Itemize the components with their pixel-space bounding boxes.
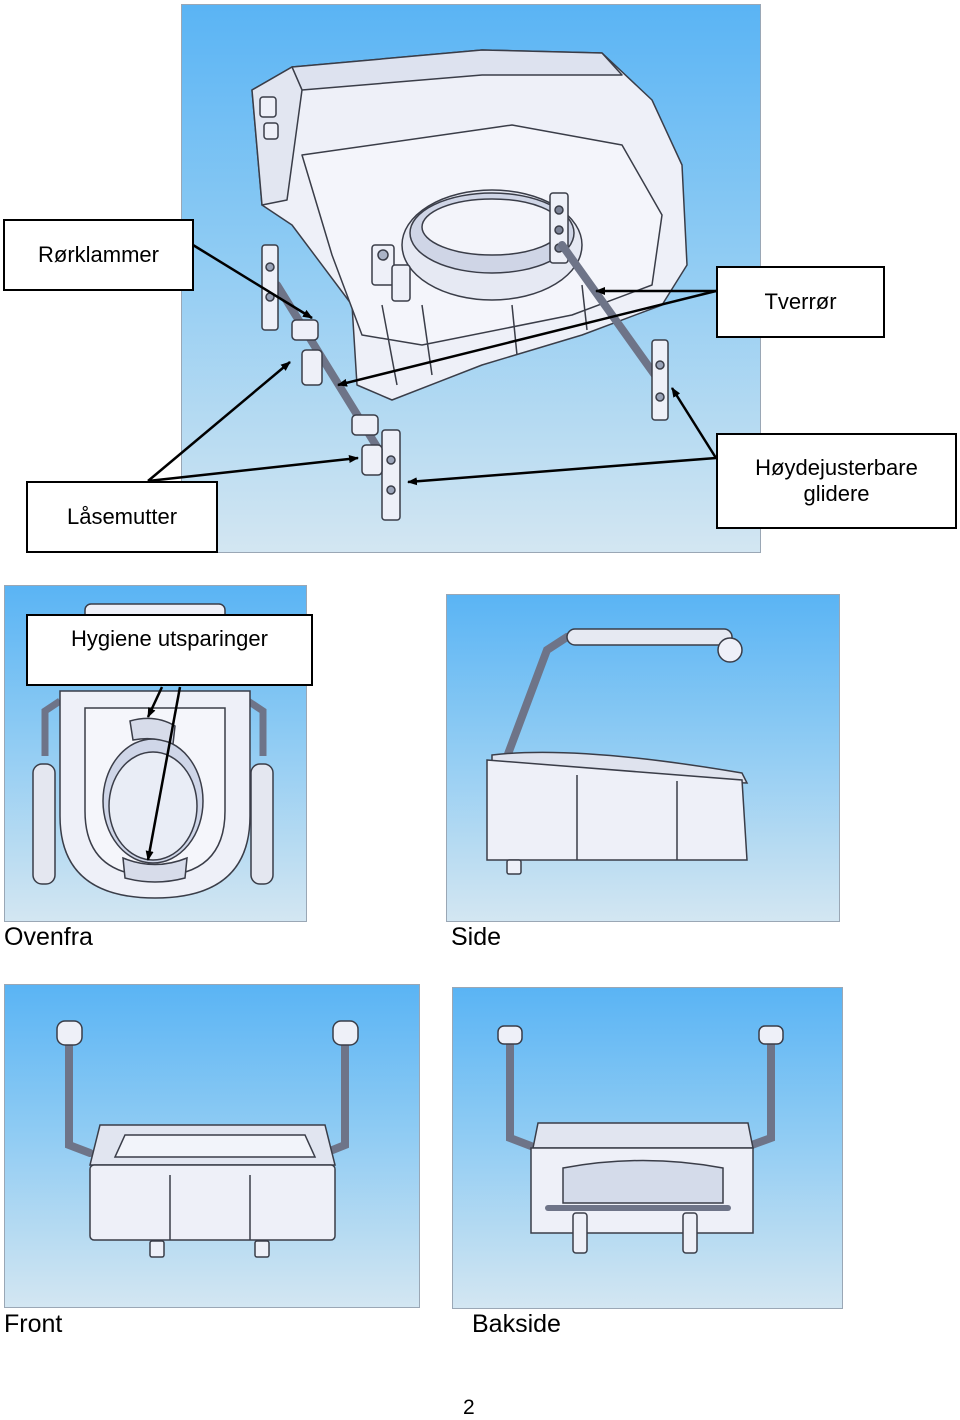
callout-tverror-label: Tverrør (764, 289, 837, 314)
callout-hoydejusterbare-glidere: Høydejusterbare glidere (716, 433, 957, 529)
callout-rorklammer-label: Rørklammer (38, 242, 159, 267)
callout-tverror: Tverrør (716, 266, 885, 338)
assembly-underside-illustration (181, 4, 761, 553)
seat-front-view-drawing (56, 1020, 359, 1258)
callout-lasemutter: Låsemutter (26, 481, 218, 553)
callout-hygiene-utsparinger: Hygiene utsparinger (26, 614, 313, 686)
front-view-illustration (4, 984, 420, 1308)
caption-front: Front (4, 1310, 63, 1338)
caption-bakside: Bakside (472, 1310, 561, 1338)
callout-rorklammer: Rørklammer (3, 219, 194, 291)
callout-hygiene-label: Hygiene utsparinger (71, 626, 268, 651)
callout-hoydejusterbare-label: Høydejusterbare (755, 455, 918, 480)
seat-rear-view-drawing (497, 1025, 784, 1254)
caption-side: Side (451, 923, 502, 951)
side-view-illustration (446, 594, 840, 922)
page-number: 2 (463, 1396, 475, 1419)
callout-lasemutter-label: Låsemutter (66, 504, 178, 529)
caption-ovenfra: Ovenfra (4, 923, 93, 951)
callout-glidere-label: glidere (803, 481, 870, 506)
seat-side-view-drawing (486, 628, 749, 875)
rear-view-illustration (452, 987, 843, 1309)
seat-underside-drawing (251, 49, 688, 521)
